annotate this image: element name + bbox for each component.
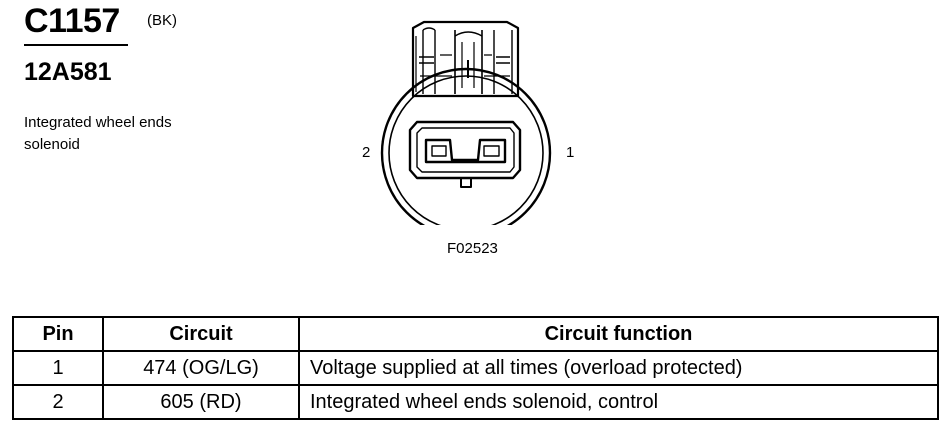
locking-tab [411, 20, 520, 98]
header-pin: Pin [12, 316, 104, 352]
terminal-cavity [408, 120, 522, 188]
title-underline [24, 44, 128, 46]
cell-circuit: 605 (RD) [102, 384, 300, 420]
table-row: 2 605 (RD) Integrated wheel ends solenoi… [12, 384, 939, 420]
pinout-table: Pin Circuit Circuit function 1 474 (OG/L… [12, 316, 939, 420]
cell-circuit-function: Voltage supplied at all times (overload … [298, 350, 939, 386]
connector-color-code: (BK) [147, 12, 177, 29]
header-circuit-function: Circuit function [298, 316, 939, 352]
cell-pin: 2 [12, 384, 104, 420]
connector-face-diagram [380, 20, 552, 225]
connector-outer-shell [380, 67, 552, 225]
header-circuit: Circuit [102, 316, 300, 352]
pin-1-label: 1 [566, 144, 575, 161]
table-header-row: Pin Circuit Circuit function [12, 316, 939, 352]
connector-id: C1157 [24, 2, 120, 40]
figure-number: F02523 [447, 240, 498, 257]
cell-pin: 1 [12, 350, 104, 386]
cell-circuit: 474 (OG/LG) [102, 350, 300, 386]
connector-inner-shell [388, 75, 544, 225]
connector-description: Integrated wheel ends solenoid [24, 114, 172, 153]
table-row: 1 474 (OG/LG) Voltage supplied at all ti… [12, 350, 939, 386]
cell-circuit-function: Integrated wheel ends solenoid, control [298, 384, 939, 420]
part-number: 12A581 [24, 58, 112, 86]
pin-2-label: 2 [362, 144, 371, 161]
